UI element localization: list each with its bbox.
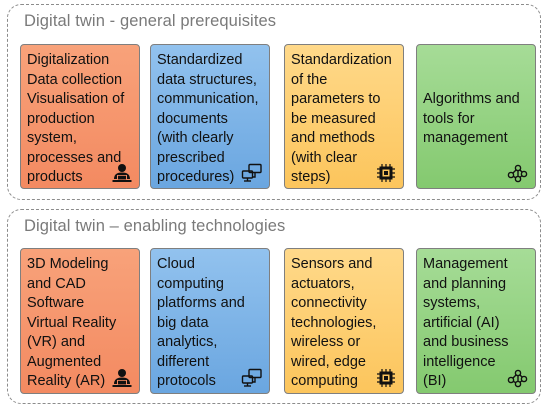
card-cloud-computing: Cloud computing platforms and big data a… <box>150 248 270 394</box>
card-text: Sensors and actuators, connectivity tech… <box>291 256 377 389</box>
network-computers-icon <box>241 163 263 183</box>
network-computers-icon <box>241 368 263 388</box>
card-algorithms-tools: Algorithms and tools for management <box>416 44 536 189</box>
network-nodes-icon <box>507 163 529 183</box>
card-text: Management and planning systems, artific… <box>423 256 509 389</box>
card-management-planning: Management and planning systems, artific… <box>416 248 536 394</box>
card-text: Standardization of the parameters to be … <box>291 52 392 185</box>
card-3d-modeling: 3D Modeling and CAD Software Virtual Rea… <box>20 248 140 394</box>
card-sensors-actuators: Sensors and actuators, connectivity tech… <box>284 248 404 394</box>
card-text: 3D Modeling and CAD Software Virtual Rea… <box>27 256 117 389</box>
microchip-icon <box>375 368 397 388</box>
group-title: Digital twin – enabling technologies <box>24 217 286 235</box>
prerequisites-group: Digital twin - general prerequisites Dig… <box>7 4 541 200</box>
card-text: Standardized data structures, communicat… <box>157 52 259 185</box>
enabling-technologies-group: Digital twin – enabling technologies 3D … <box>7 209 541 404</box>
person-at-laptop-icon <box>111 163 133 183</box>
card-standardization-parameters: Standardization of the parameters to be … <box>284 44 404 189</box>
network-nodes-icon <box>507 368 529 388</box>
group-title: Digital twin - general prerequisites <box>24 12 277 30</box>
card-text: Cloud computing platforms and big data a… <box>157 256 245 389</box>
card-text: Digitalization Data collection Visualisa… <box>27 52 125 185</box>
person-at-laptop-icon <box>111 368 133 388</box>
card-standardized-data: Standardized data structures, communicat… <box>150 44 270 189</box>
card-text: Algorithms and tools for management <box>423 91 520 146</box>
card-digitalization: Digitalization Data collection Visualisa… <box>20 44 140 189</box>
microchip-icon <box>375 163 397 183</box>
